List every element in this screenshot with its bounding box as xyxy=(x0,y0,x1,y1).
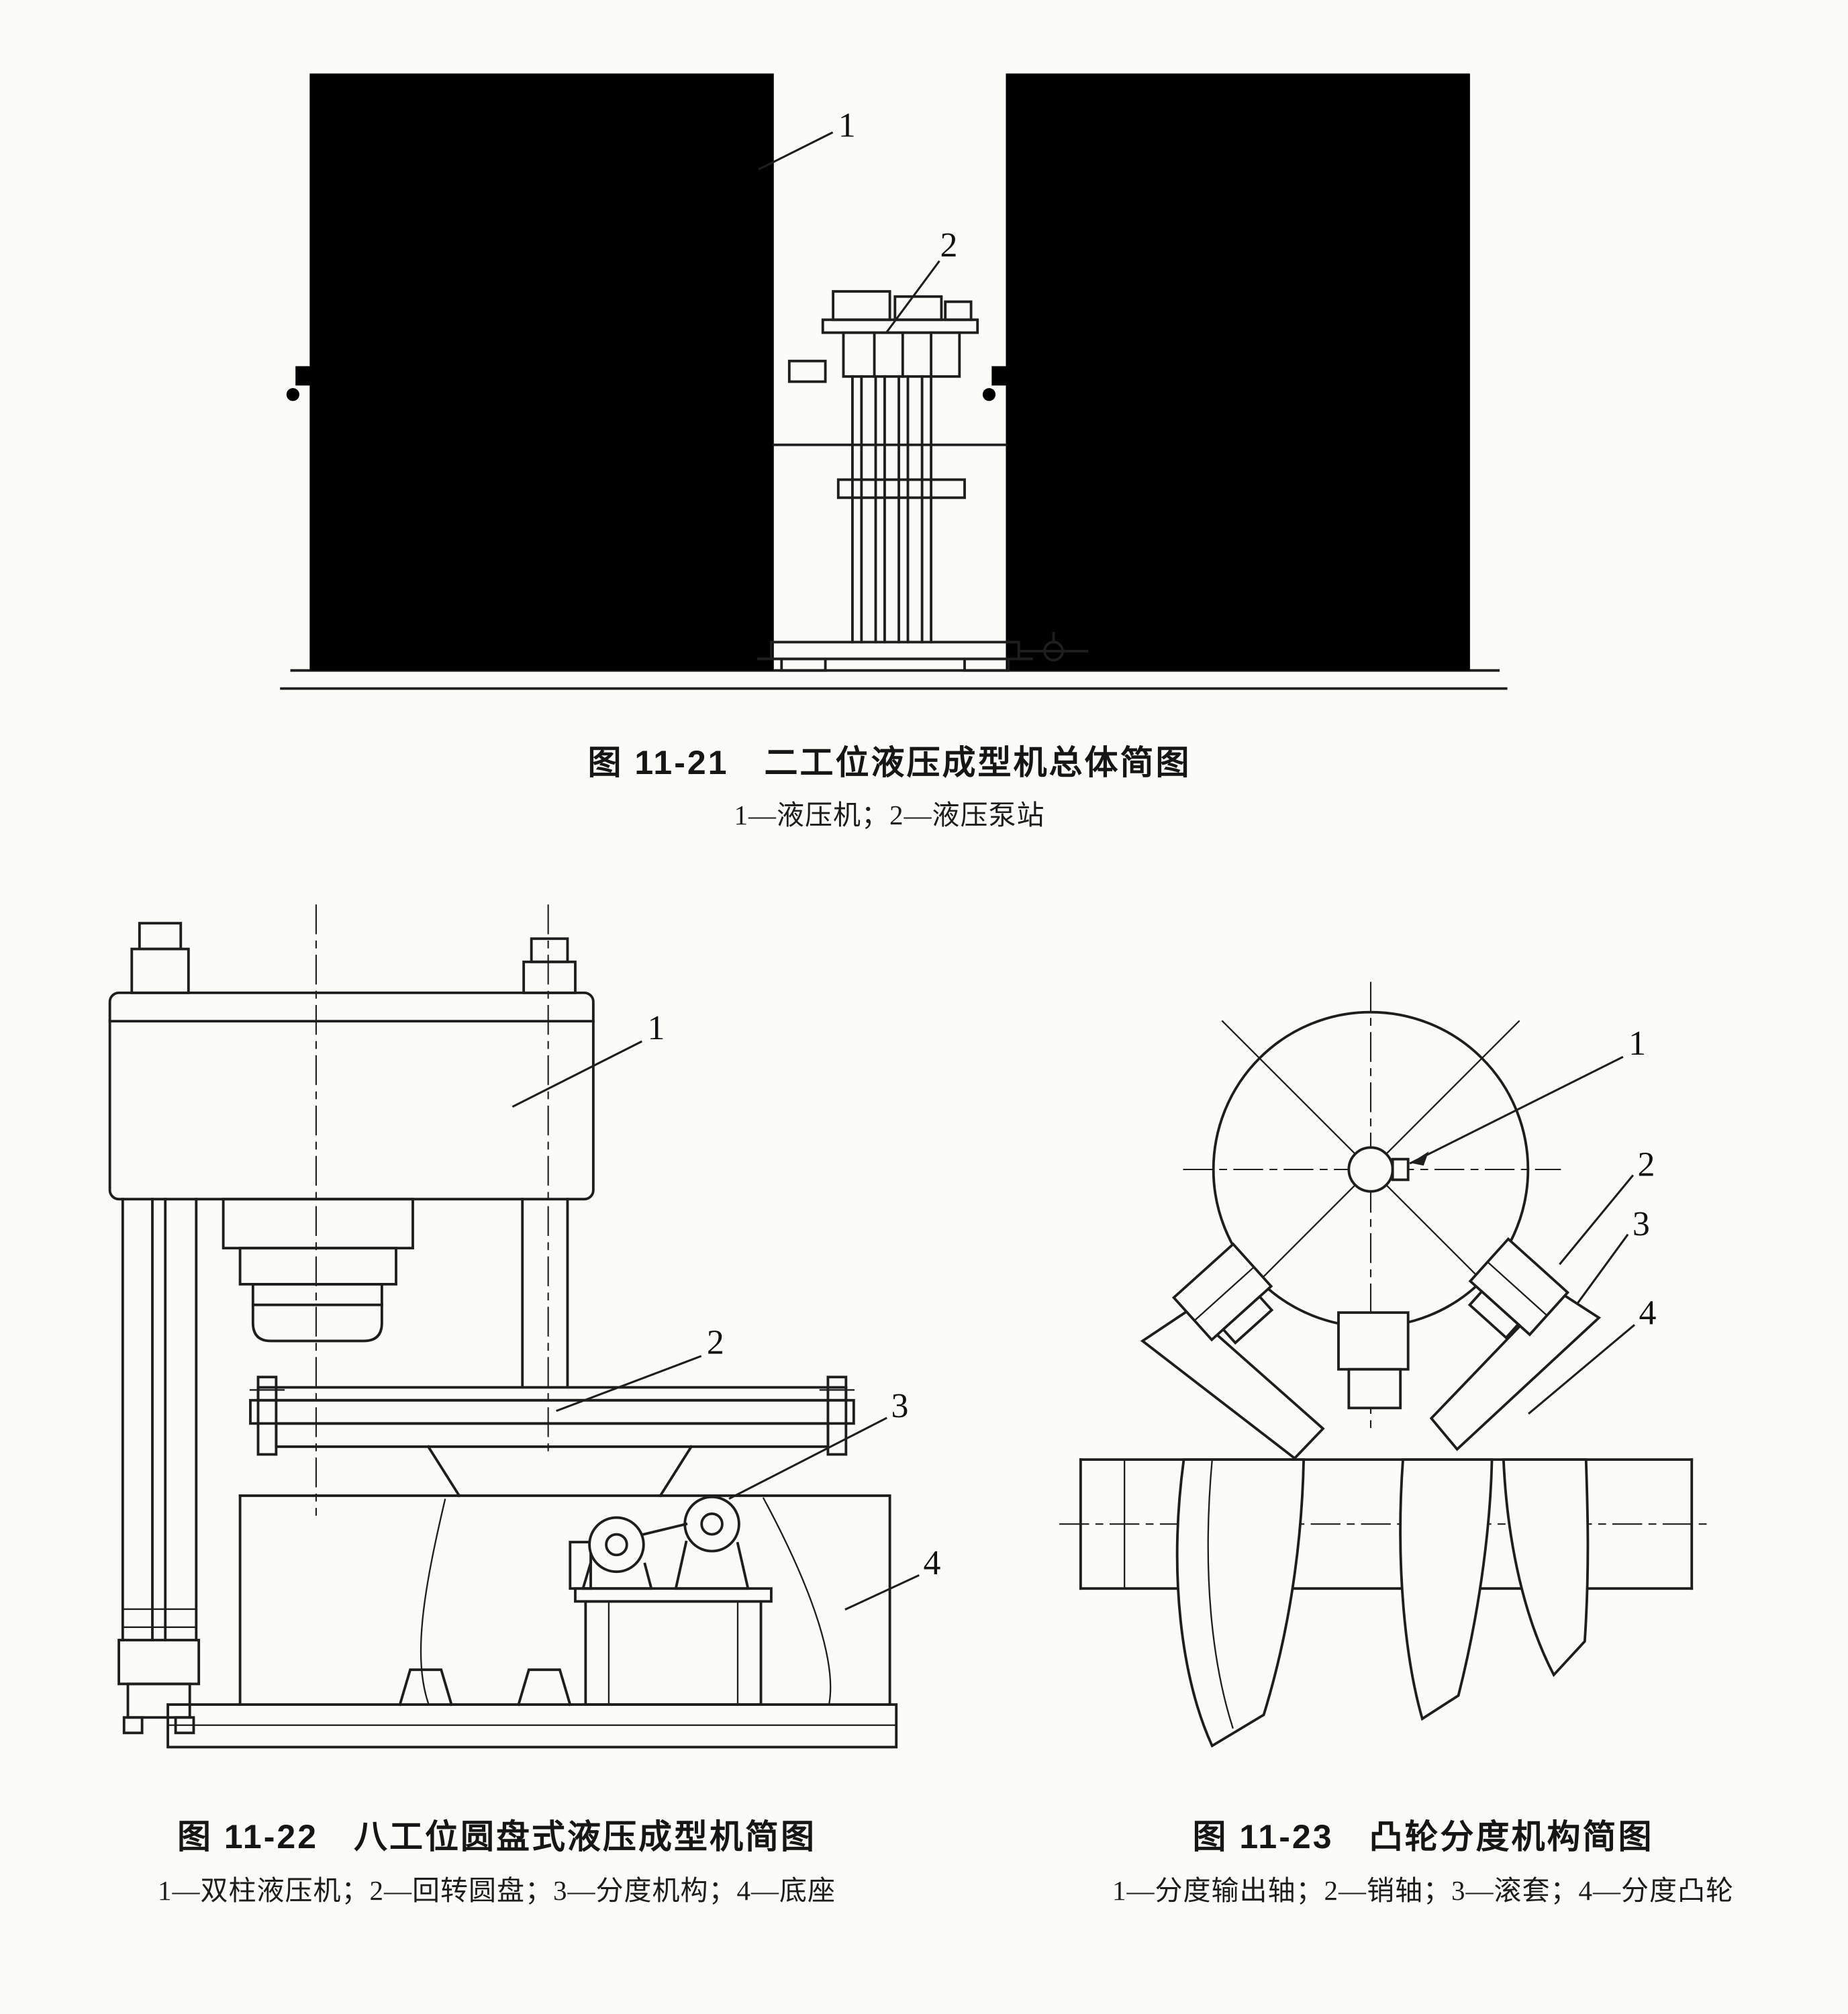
pipe-clamp xyxy=(836,478,966,499)
disc-pedestal xyxy=(426,1445,693,1498)
rotary-disc xyxy=(249,1376,855,1456)
pump-units xyxy=(787,290,979,383)
callout-label: 3 xyxy=(1633,1205,1650,1243)
ram-assembly xyxy=(222,1198,414,1343)
callout-4: 4 xyxy=(844,1544,941,1611)
ground-line xyxy=(280,669,1508,690)
callout-4: 4 xyxy=(1528,1294,1656,1415)
callout-2: 2 xyxy=(1559,1146,1655,1265)
figure-caption-11-23: 图 11-23 凸轮分度机构简图 xyxy=(1192,1818,1654,1856)
center-shaft-bore xyxy=(1347,1146,1410,1193)
valve-icon xyxy=(1020,632,1089,662)
callout-3: 3 xyxy=(728,1387,909,1500)
pump-pipes xyxy=(850,375,932,644)
pump-station xyxy=(757,290,1089,672)
figure-11-23-drawing: 1 2 3 4 xyxy=(1059,981,1711,1748)
callout-label: 1 xyxy=(648,1009,665,1047)
column-caps xyxy=(130,922,577,994)
figure-legend-11-23: 1—分度输出轴；2—销轴；3—滚套；4—分度凸轮 xyxy=(1112,1875,1734,1906)
bottom-plate xyxy=(166,1703,898,1749)
indexing-mechanism xyxy=(569,1495,773,1706)
figure-caption-11-22: 图 11-22 八工位圆盘式液压成型机简图 xyxy=(177,1818,816,1856)
pump-base xyxy=(757,640,1033,672)
callout-label: 4 xyxy=(924,1544,941,1582)
hydraulic-press-left xyxy=(287,41,774,708)
column-foot xyxy=(117,1639,201,1735)
centerlines xyxy=(1059,981,1711,1525)
callout-label: 1 xyxy=(1628,1024,1646,1063)
callout-2: 2 xyxy=(885,226,958,333)
figure-caption-11-21: 图 11-21 二工位液压成型机总体简图 xyxy=(587,744,1192,781)
callout-1: 1 xyxy=(512,1009,665,1108)
figure-11-21-drawing: 1 2 xyxy=(280,41,1508,708)
callout-1: 1 xyxy=(1409,1024,1646,1166)
hydraulic-press-right xyxy=(983,41,1470,708)
crosshead xyxy=(108,991,595,1201)
base-block xyxy=(238,1494,891,1707)
cam-blades xyxy=(1175,1458,1590,1748)
figure-legend-11-22: 1—双柱液压机；2—回转圆盘；3—分度机构；4—底座 xyxy=(158,1875,836,1906)
callout-2: 2 xyxy=(556,1324,724,1412)
callout-3: 3 xyxy=(1577,1205,1650,1304)
centerlines xyxy=(315,904,549,1516)
callout-label: 2 xyxy=(940,226,958,265)
callout-label: 2 xyxy=(707,1324,724,1362)
cam-flats xyxy=(1140,1288,1602,1460)
callout-label: 4 xyxy=(1639,1294,1656,1332)
callout-label: 2 xyxy=(1638,1146,1655,1184)
figure-11-22-drawing: 1 2 3 4 xyxy=(108,904,941,1749)
callout-1: 1 xyxy=(758,107,856,171)
figure-legend-11-21: 1—液压机；2—液压泵站 xyxy=(734,800,1045,830)
callout-label: 3 xyxy=(891,1387,909,1425)
hub-block xyxy=(1337,1311,1410,1410)
columns xyxy=(121,1198,569,1641)
callout-label: 1 xyxy=(838,107,856,145)
roller-right xyxy=(1467,1237,1570,1340)
roller-left xyxy=(1171,1242,1274,1345)
